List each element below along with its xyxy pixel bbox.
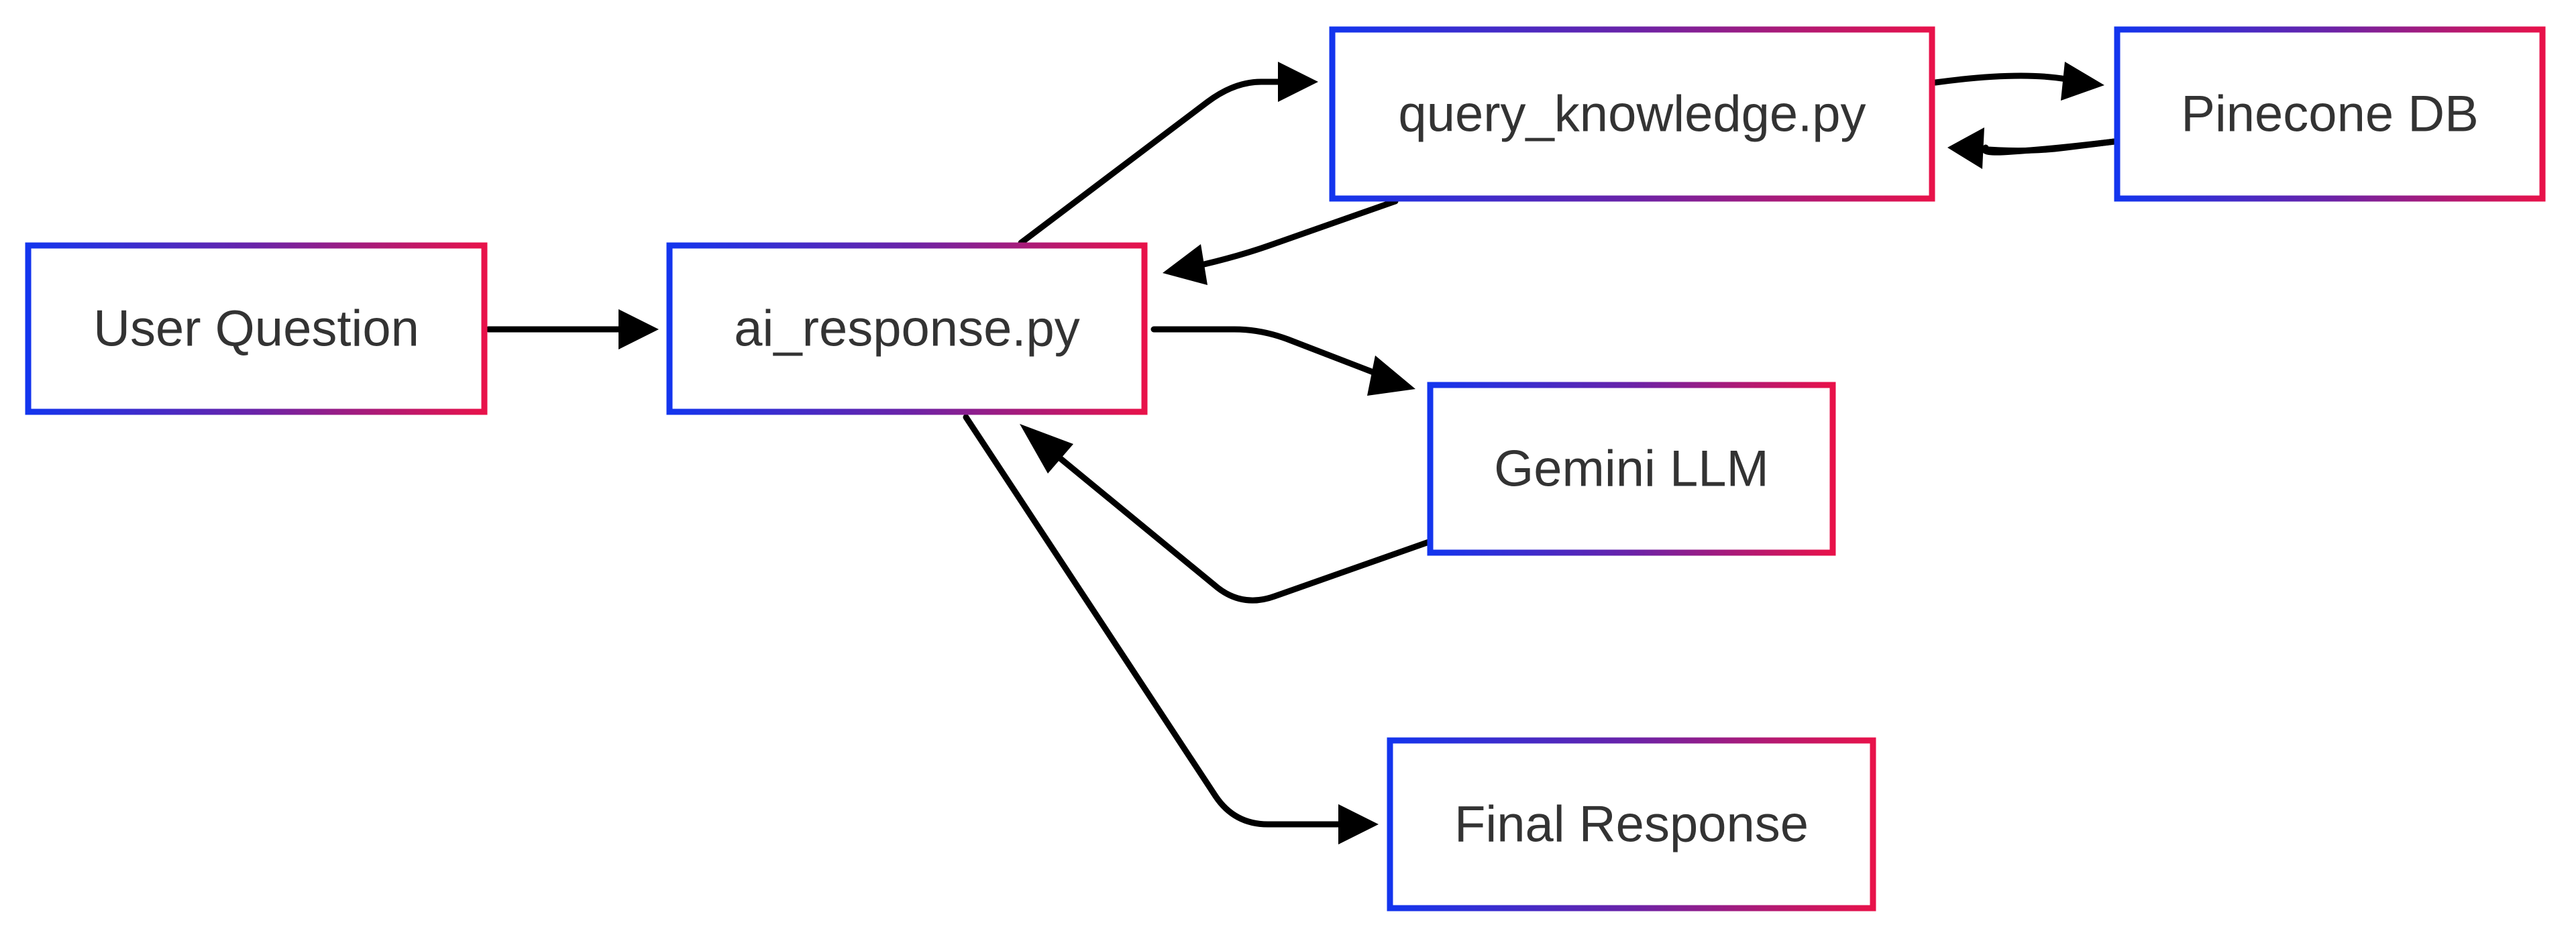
node-ai-response-label: ai_response.py [734, 300, 1079, 357]
node-ai-response: ai_response.py [666, 242, 1148, 415]
edge-query-knowledge-to-ai-response [1201, 198, 1399, 268]
arrowhead-ai-response-from-user [619, 309, 659, 349]
node-gemini-llm-label: Gemini LLM [1494, 441, 1769, 498]
edge-ai-response-to-query-knowledge [1018, 78, 1288, 246]
arrowhead-query-knowledge-from-ai [1278, 62, 1318, 102]
node-pinecone-db-label: Pinecone DB [2181, 86, 2479, 143]
nodes: User Question ai_response.py query_knowl… [25, 26, 2546, 912]
arrowhead-ai-response-from-query [1163, 244, 1208, 285]
node-query-knowledge-box [1329, 26, 1935, 202]
arrowhead-pinecone-from-query [2061, 62, 2104, 101]
edge-gemini-to-ai-response [1057, 455, 1432, 604]
edge-ai-response-to-gemini [1150, 326, 1385, 379]
node-gemini-llm: Gemini LLM [1427, 382, 1836, 556]
arrowhead-query-from-pinecone [1947, 127, 1984, 169]
edge-ai-response-to-final-response [963, 414, 1345, 828]
arrowhead-ai-response-from-gemini [1020, 424, 1073, 474]
node-query-knowledge: query_knowledge.py [1329, 26, 1935, 202]
node-gemini-llm-box [1427, 382, 1836, 556]
node-final-response-label: Final Response [1454, 796, 1809, 853]
node-pinecone-db: Pinecone DB [2114, 26, 2546, 202]
edge-pinecone-to-query-knowledge-tail [1976, 138, 2118, 154]
edges [485, 62, 2118, 844]
edge-query-knowledge-to-pinecone [1932, 72, 2076, 86]
node-ai-response-box [666, 242, 1148, 415]
node-final-response-box [1387, 737, 1876, 912]
node-final-response: Final Response [1387, 737, 1876, 912]
node-pinecone-db-box [2114, 26, 2546, 202]
arrowhead-final-response-from-ai [1338, 804, 1379, 844]
node-user-question-label: User Question [93, 300, 419, 357]
node-user-question: User Question [25, 242, 488, 415]
arrowhead-gemini-from-ai [1367, 355, 1415, 396]
node-user-question-box [25, 242, 488, 415]
node-query-knowledge-label: query_knowledge.py [1398, 86, 1866, 143]
